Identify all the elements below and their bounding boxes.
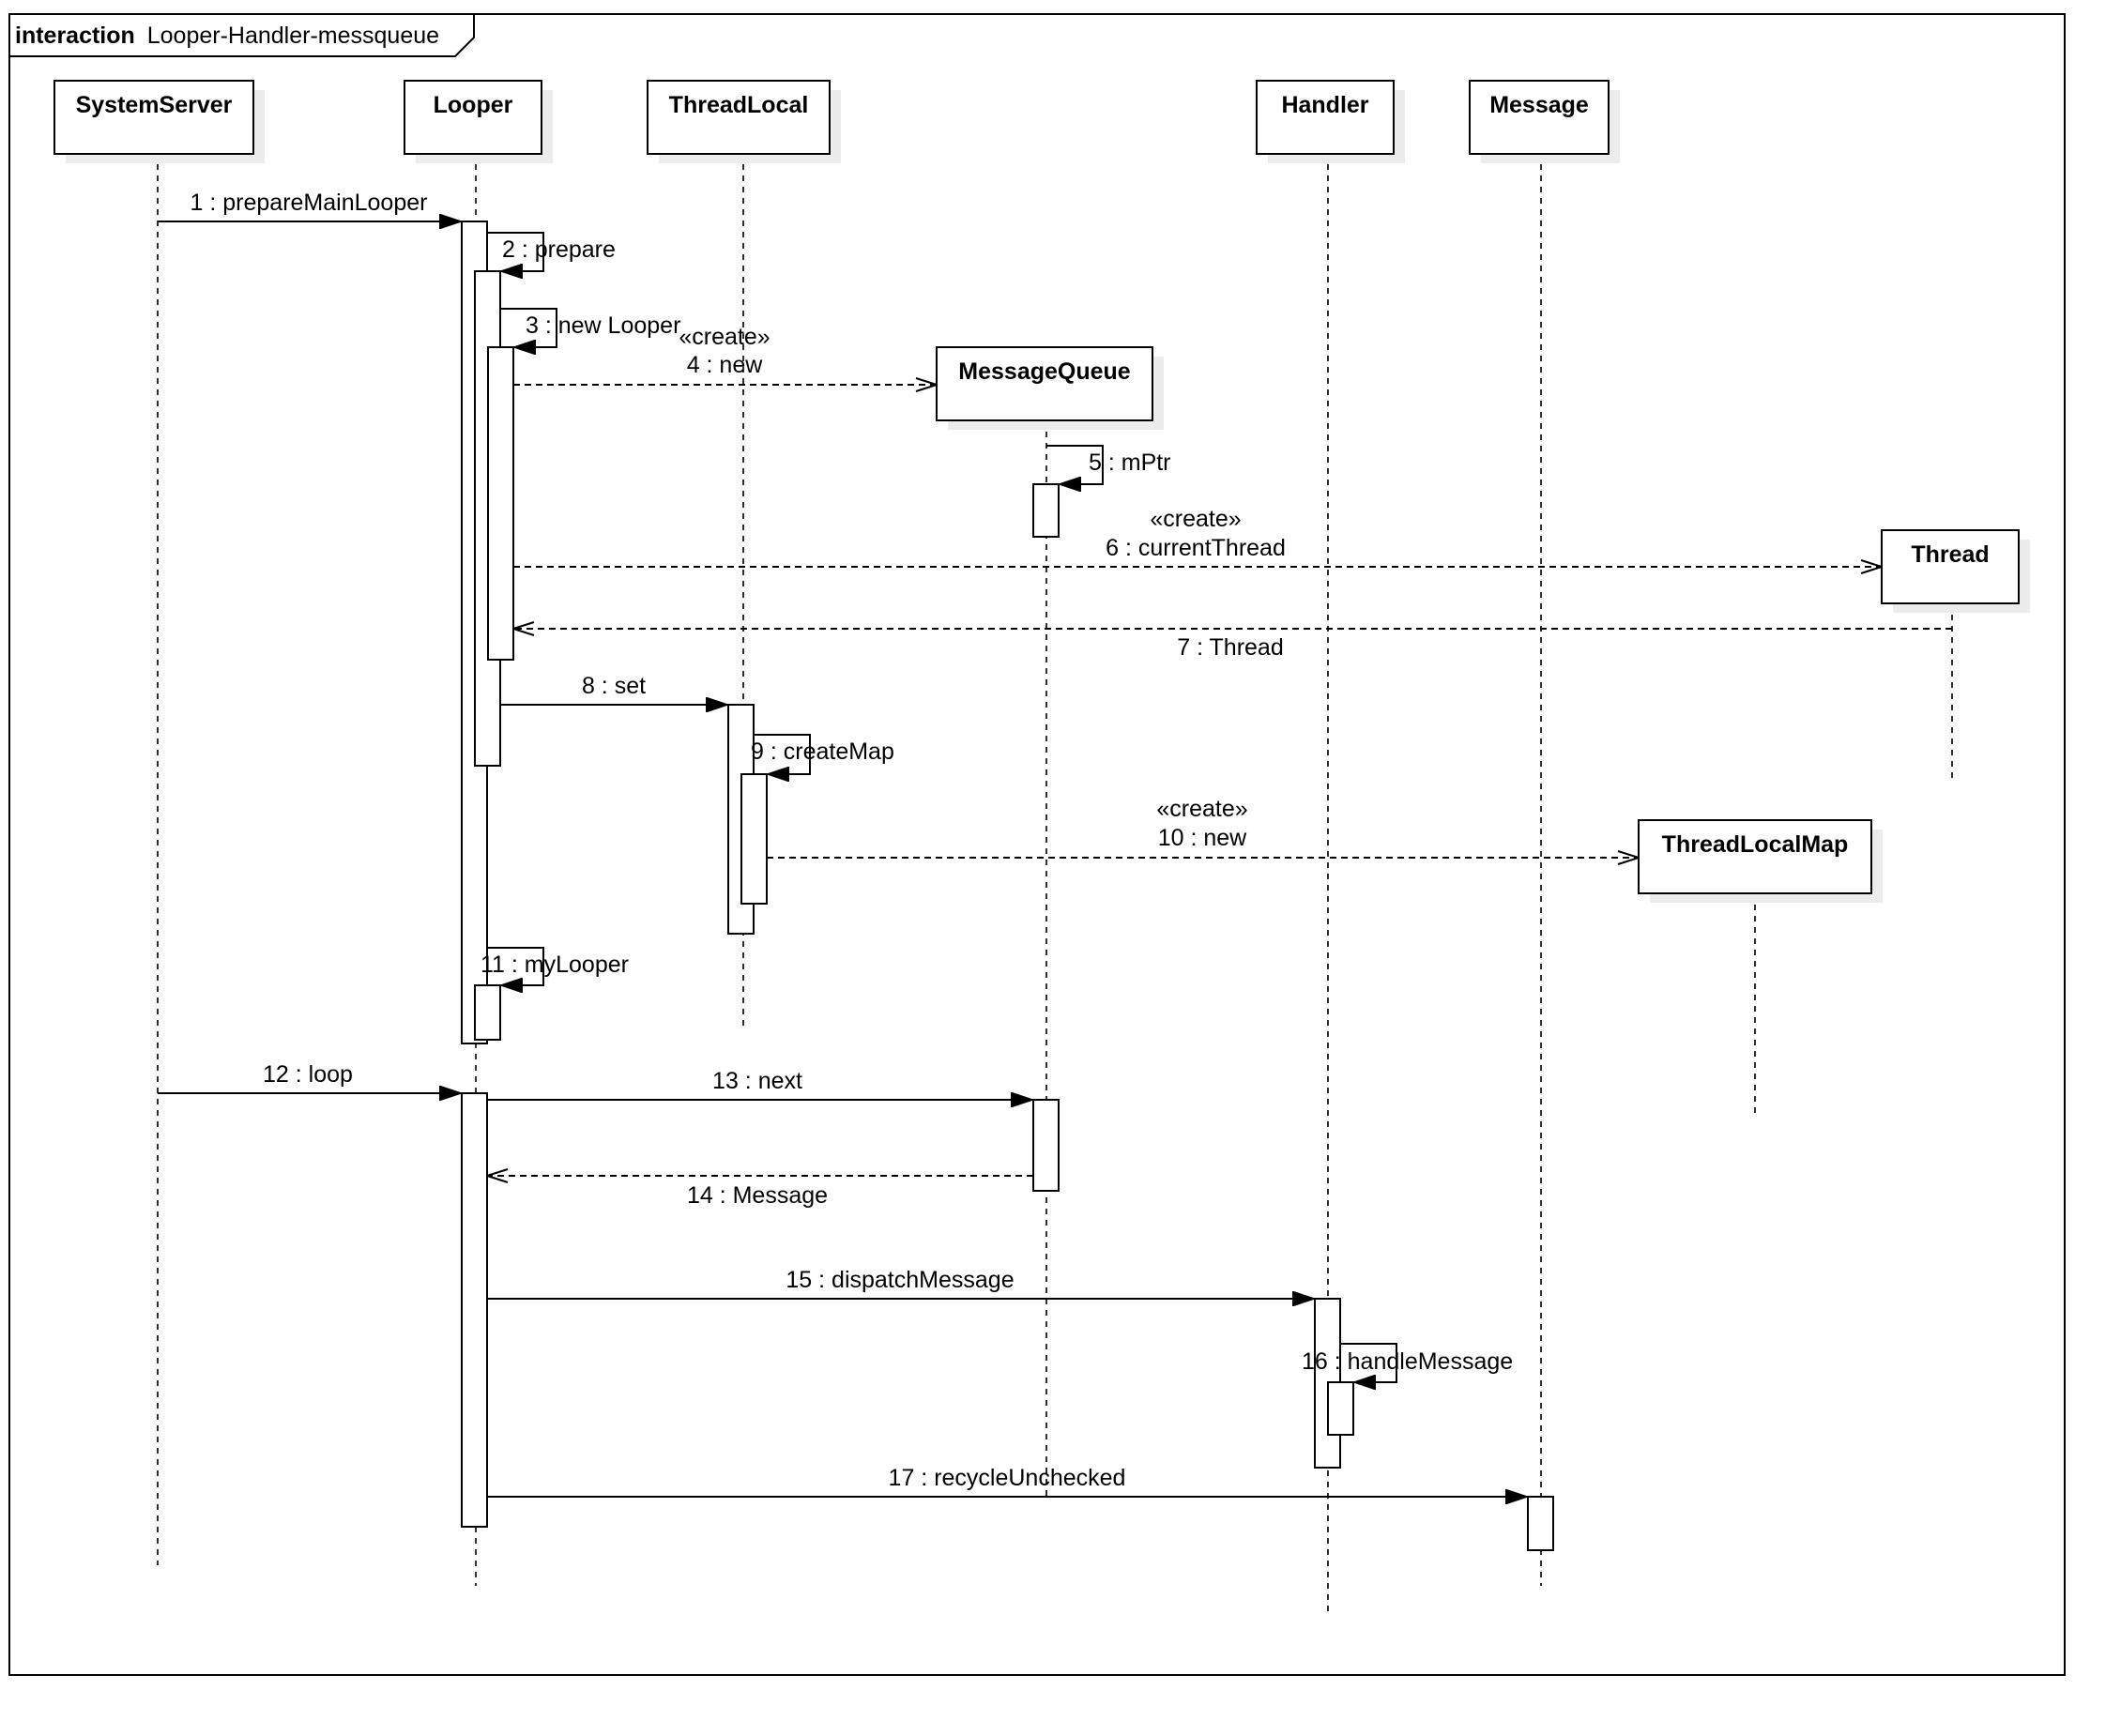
participant-messagequeue[interactable]: MessageQueue: [936, 346, 1164, 430]
frame-keyword: interaction: [15, 23, 135, 49]
message-7-label: 7 : Thread: [1177, 634, 1284, 661]
message-10-label: 10 : new: [1158, 825, 1247, 851]
message-14-label: 14 : Message: [687, 1182, 828, 1209]
activation-messagequeue-2: [1032, 1099, 1060, 1192]
message-11-label: 11 : myLooper: [481, 952, 629, 978]
participant-threadlocalmap[interactable]: ThreadLocalMap: [1638, 819, 1883, 903]
message-11-arrow: [487, 947, 544, 985]
activation-looper-5: [461, 1092, 488, 1528]
participant-threadlocal-label: ThreadLocal: [669, 92, 809, 118]
participant-messagequeue-label: MessageQueue: [958, 358, 1131, 385]
message-5-arrow: [1046, 445, 1104, 484]
message-3-label: 3 : new Looper: [526, 312, 680, 339]
message-4-label: 4 : new: [687, 352, 764, 378]
participant-threadlocal[interactable]: ThreadLocal: [647, 80, 841, 163]
message-3-arrow: [500, 308, 557, 347]
message-17-label: 17 : recycleUnchecked: [889, 1465, 1126, 1491]
message-10-stereotype: «create»: [1156, 796, 1247, 822]
message-13-label: 13 : next: [712, 1068, 802, 1094]
message-8-label: 8 : set: [582, 673, 646, 699]
participant-threadlocalmap-label: ThreadLocalMap: [1662, 831, 1849, 858]
activation-threadlocal-2: [740, 773, 768, 905]
participant-systemserver-label: SystemServer: [76, 92, 233, 118]
interaction-frame: interaction Looper-Handler-messqueue: [8, 13, 2066, 1676]
message-16-label: 16 : handleMessage: [1302, 1348, 1513, 1375]
message-9-arrow: [754, 734, 811, 774]
message-arrows: [158, 221, 1952, 1497]
message-4-stereotype: «create»: [679, 324, 770, 350]
activation-messagequeue-1: [1032, 483, 1060, 538]
activation-looper-4: [474, 984, 501, 1041]
participant-thread-label: Thread: [1911, 541, 1989, 568]
activation-looper-3: [487, 346, 514, 661]
svg-text:interaction Looper-Handl: interaction Looper-Handler-messqueue: [15, 23, 439, 49]
message-2-arrow: [487, 232, 544, 271]
participant-handler-label: Handler: [1281, 92, 1368, 118]
message-labels: 1 : prepareMainLooper 2 : prepare 3 : ne…: [191, 190, 1514, 1491]
participant-handler[interactable]: Handler: [1256, 80, 1405, 163]
participant-looper-label: Looper: [434, 92, 513, 118]
message-6-stereotype: «create»: [1150, 506, 1241, 532]
message-5-label: 5 : mPtr: [1089, 449, 1171, 476]
message-6-label: 6 : currentThread: [1106, 535, 1286, 561]
participant-looper[interactable]: Looper: [404, 80, 553, 163]
participant-heads: SystemServer Looper ThreadLocal Handler …: [53, 80, 2030, 903]
activation-message-1: [1527, 1496, 1554, 1551]
activations: [461, 221, 1554, 1551]
participant-systemserver[interactable]: SystemServer: [53, 80, 265, 163]
frame-name: Looper-Handler-messqueue: [147, 23, 439, 49]
activation-handler-2: [1327, 1381, 1354, 1436]
participant-message-label: Message: [1489, 92, 1589, 118]
participant-message[interactable]: Message: [1469, 80, 1620, 163]
message-9-label: 9 : createMap: [751, 739, 894, 765]
message-15-label: 15 : dispatchMessage: [786, 1267, 1014, 1293]
message-1-label: 1 : prepareMainLooper: [191, 190, 428, 216]
message-2-label: 2 : prepare: [502, 236, 616, 263]
message-16-arrow: [1340, 1343, 1397, 1382]
message-12-label: 12 : loop: [263, 1061, 353, 1088]
participant-thread[interactable]: Thread: [1881, 529, 2030, 613]
